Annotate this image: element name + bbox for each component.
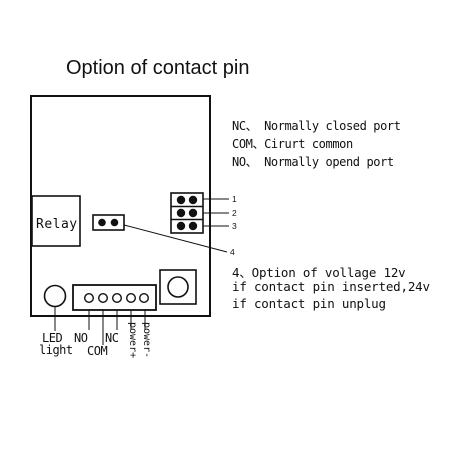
pin-number-3: 3 <box>232 221 237 231</box>
legend-com: COM、Cirurt common <box>232 137 353 151</box>
header-pins-1-3 <box>170 192 204 234</box>
pin-number-4: 4 <box>230 247 235 257</box>
terminal-block <box>72 284 157 311</box>
legend-nc: NC、 Normally closed port <box>232 119 401 133</box>
relay-box <box>31 195 81 247</box>
label-power-minus: power- <box>141 322 152 359</box>
pin-number-1: 1 <box>232 194 237 204</box>
jumper-pin-4 <box>92 214 125 231</box>
label-com: COM <box>87 344 108 358</box>
led <box>43 284 67 308</box>
label-power-plus: power+ <box>127 322 138 359</box>
label-led: LED <box>42 331 63 345</box>
diagram-title: Option of contact pin <box>66 57 250 79</box>
relay-label: Relay <box>36 217 78 232</box>
pcb-board <box>30 95 211 317</box>
label-light: light <box>39 343 73 357</box>
note-pin-unplug: if contact pin unplug <box>232 296 386 311</box>
note-pin-inserted: if contact pin inserted,24v <box>232 279 430 294</box>
push-button <box>159 269 197 305</box>
label-no: NO <box>74 331 88 345</box>
label-nc: NC <box>105 331 119 345</box>
pin-number-2: 2 <box>232 208 237 218</box>
legend-no: NO、 Normally opend port <box>232 155 394 169</box>
note-voltage-option: 4、Option of vollage 12v <box>232 265 406 280</box>
